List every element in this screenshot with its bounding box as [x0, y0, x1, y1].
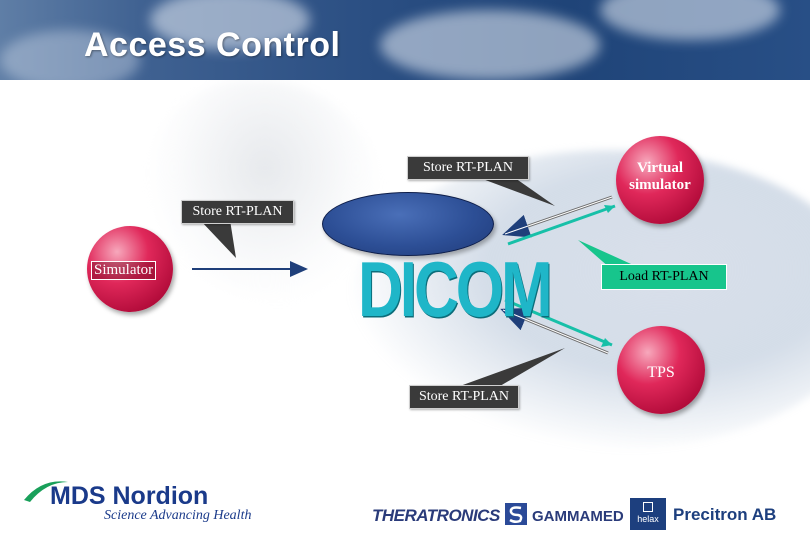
arrow-virtual-to-dicom-shadow	[504, 196, 613, 235]
simulator-node	[87, 226, 173, 312]
slide-title: Access Control	[84, 26, 341, 64]
theratronics-logo: THERATRONICS	[372, 506, 500, 525]
callout-tail-store-top	[480, 178, 555, 206]
dicom-label: DICOM	[358, 247, 553, 334]
gammamed-icon	[505, 503, 527, 525]
title-banner: Access Control	[0, 0, 810, 80]
arrowhead-dicom-to-virtual	[604, 205, 615, 213]
mds-tagline: Science Advancing Health	[104, 508, 252, 523]
dove-watermark	[150, 80, 380, 300]
arrow-dicom-to-virtual	[507, 204, 616, 246]
arrow-dicom-to-tps	[504, 298, 613, 347]
simulator-label: Simulator	[91, 261, 157, 280]
helax-mark-icon	[643, 502, 653, 512]
virtual-simulator-label-line1: Virtual	[636, 160, 684, 176]
tps-node	[617, 326, 705, 414]
mds-nordion-name: MDS Nordion	[50, 482, 209, 510]
virtual-simulator-label: Virtual simulator	[618, 160, 702, 194]
helax-label: helax	[637, 514, 659, 524]
callout-store-rt-plan-left: Store RT-PLAN	[181, 200, 294, 224]
precitron-logo: Precitron AB	[673, 505, 777, 524]
callout-tail-store-left	[200, 220, 236, 258]
callout-store-rt-plan-bottom: Store RT-PLAN	[409, 385, 519, 409]
mds-swoosh-logo	[24, 481, 68, 502]
callout-store-rt-plan-top: Store RT-PLAN	[407, 156, 529, 180]
tps-label: TPS	[647, 364, 675, 381]
callout-tail-store-bottom	[460, 348, 565, 386]
arrowhead-dicom-to-tps	[601, 338, 612, 347]
callout-tail-load	[578, 240, 640, 268]
virtual-simulator-label-line2: simulator	[629, 177, 691, 193]
arrow-tps-to-dicom-shadow	[502, 309, 609, 354]
gammamed-logo: GAMMAMED	[532, 508, 624, 525]
helax-logo: helax	[630, 498, 666, 530]
dicom-server-cylinder	[322, 192, 494, 256]
virtual-simulator-node	[616, 136, 704, 224]
callout-load-rt-plan: Load RT-PLAN	[601, 264, 727, 290]
